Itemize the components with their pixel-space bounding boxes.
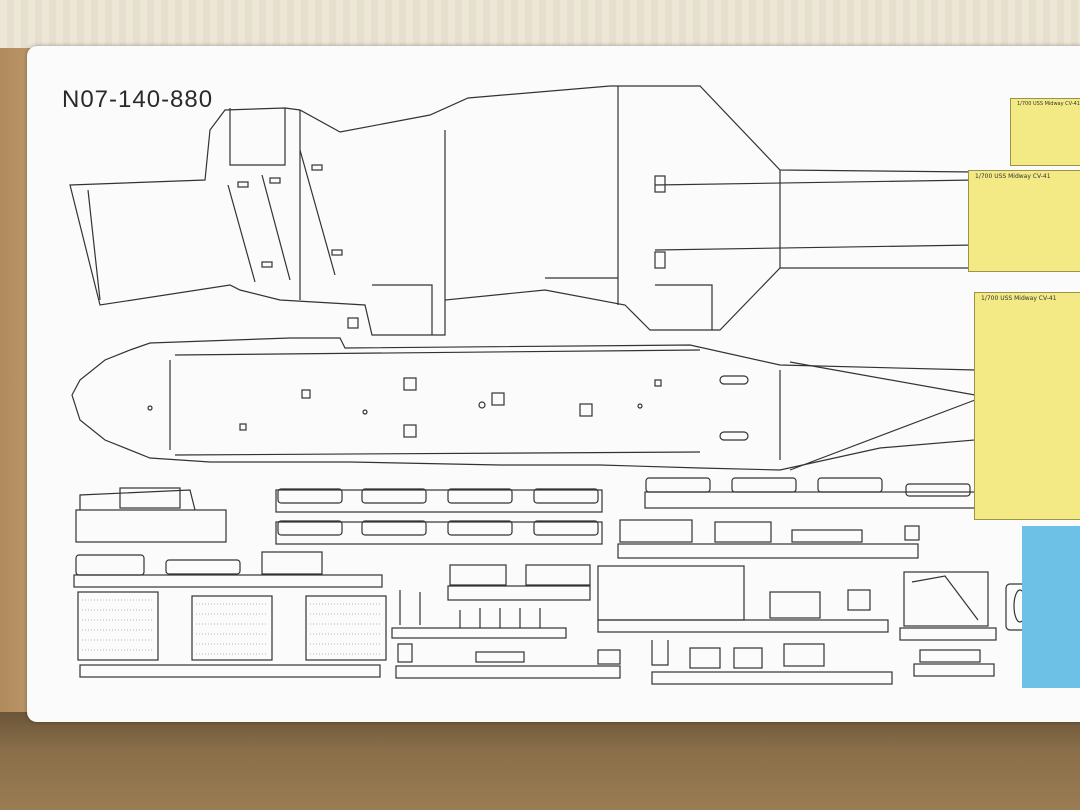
background-wall [0,0,1080,48]
photo-etch-fret-medium: 1/700 USS Midway CV-41 [968,170,1080,272]
decal-sheet [1022,526,1080,688]
fret-label: 1/700 USS Midway CV-41 [1017,101,1080,107]
fret-label: 1/700 USS Midway CV-41 [975,173,1051,180]
fret-label: 1/700 USS Midway CV-41 [981,295,1057,302]
upper-hull-panel [69,85,976,336]
left-runner [73,551,387,678]
lower-center-runner [391,564,621,679]
island-runner [75,487,227,543]
lower-right-runners [597,565,1077,685]
weapons-racks-runner [275,488,603,545]
table-surface [0,712,1080,810]
photo-etch-fret-small: 1/700 USS Midway CV-41 [1010,98,1080,166]
photo-etch-fret-large: 1/700 USS Midway CV-41 [974,292,1080,520]
kit-code-label: N07-140-880 [62,86,214,113]
upper-right-runner [644,477,976,509]
mesh-panels [82,599,382,655]
middle-runner [617,519,920,559]
flight-deck-part [71,337,976,471]
